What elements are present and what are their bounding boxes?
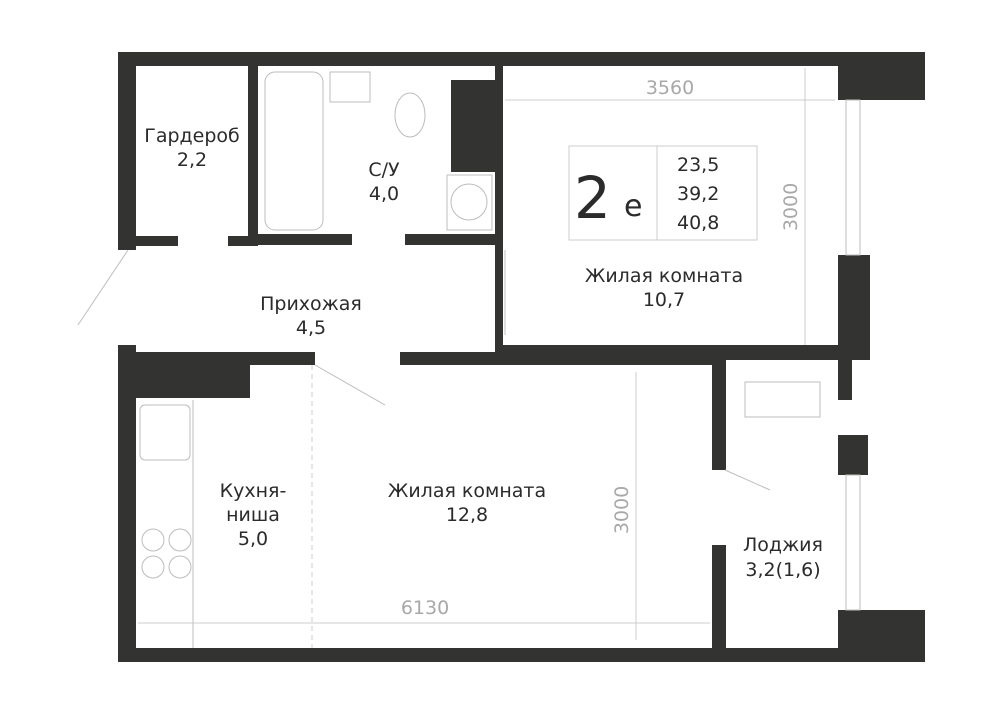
dimension-lines — [138, 68, 835, 640]
walls — [118, 52, 925, 662]
room-living2-name: Жилая комната — [388, 480, 546, 502]
total-area: 39,2 — [677, 183, 719, 205]
room-kitchen-name2: ниша — [226, 504, 280, 526]
living-area: 23,5 — [677, 154, 719, 176]
plan-type-number: 2 — [574, 164, 611, 232]
dim-top-width: 3560 — [646, 77, 694, 99]
room-living2-area: 12,8 — [446, 504, 488, 526]
room-bathroom-name: С/У — [368, 159, 400, 181]
dim-bottom-width: 6130 — [401, 597, 449, 619]
plan-badge: 2 е 23,5 39,2 40,8 — [568, 145, 758, 241]
room-hall-name: Прихожая — [260, 293, 362, 315]
room-wardrobe-name: Гардероб — [144, 125, 240, 147]
room-living1-area: 10,7 — [643, 289, 685, 311]
room-kitchen-name: Кухня- — [220, 480, 287, 502]
fixtures — [77, 71, 861, 648]
room-kitchen-area: 5,0 — [238, 528, 268, 550]
plan-type-letter: е — [624, 189, 642, 224]
room-hall-area: 4,5 — [296, 317, 326, 339]
room-living1-name: Жилая комната — [585, 265, 743, 287]
room-wardrobe-area: 2,2 — [177, 149, 207, 171]
dimension-labels: 3560 3000 3000 6130 — [401, 77, 802, 619]
room-bathroom-area: 4,0 — [369, 183, 399, 205]
room-loggia-name: Лоджия — [743, 534, 823, 556]
dim-top-height: 3000 — [780, 183, 802, 231]
total-area-with-loggia: 40,8 — [677, 212, 719, 234]
room-loggia-area: 3,2(1,6) — [745, 559, 820, 581]
room-labels: Гардероб 2,2 С/У 4,0 Жилая комната 10,7 … — [144, 125, 823, 581]
dim-bottom-height: 3000 — [611, 486, 633, 534]
